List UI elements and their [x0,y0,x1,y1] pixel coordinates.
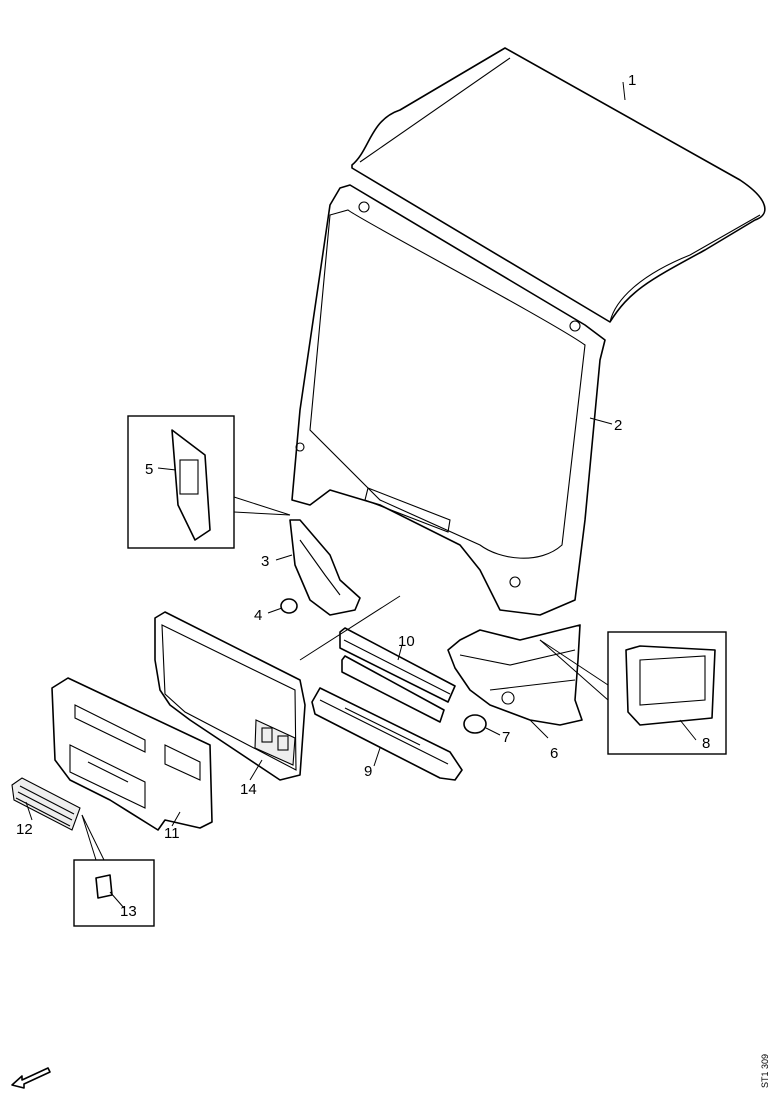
part-label-7: 7 [502,729,510,746]
part-label-1: 1 [628,72,636,89]
part-label-3: 3 [261,553,269,570]
part-10-dash-strip [339,627,456,723]
part-11-outer-panel [51,677,213,831]
part-9-dash-strip [311,687,463,781]
part-2-windscreen-frame [291,184,606,616]
part-4-grommet [280,598,298,614]
part-number-labels: 1 2 3 4 5 6 7 8 9 10 11 12 13 14 ST1 309 [16,72,770,1088]
part-label-8: 8 [702,735,710,752]
leader-lines [25,81,697,909]
part-12-vent-grille [11,777,81,831]
part-label-5: 5 [145,461,153,478]
part-label-4: 4 [254,607,262,624]
inset-part-5 [127,415,291,549]
part-label-9: 9 [364,763,372,780]
drawing-code: ST1 309 [760,1054,770,1088]
part-6-right-corner-trim [447,624,583,726]
inset-part-13 [73,814,155,927]
arrow-icon [11,1067,51,1089]
part-label-13: 13 [120,903,137,920]
inset-part-8 [539,631,727,755]
part-1-roof-panel [351,47,766,323]
part-label-2: 2 [614,417,622,434]
part-label-11: 11 [164,825,180,842]
part-label-6: 6 [550,745,558,762]
part-label-14: 14 [240,781,257,798]
part-3-left-corner-trim [289,519,361,616]
part-14-inner-panel [154,611,306,781]
part-label-12: 12 [16,821,33,838]
part-label-10: 10 [398,633,415,650]
part-7-grommet [463,714,487,734]
